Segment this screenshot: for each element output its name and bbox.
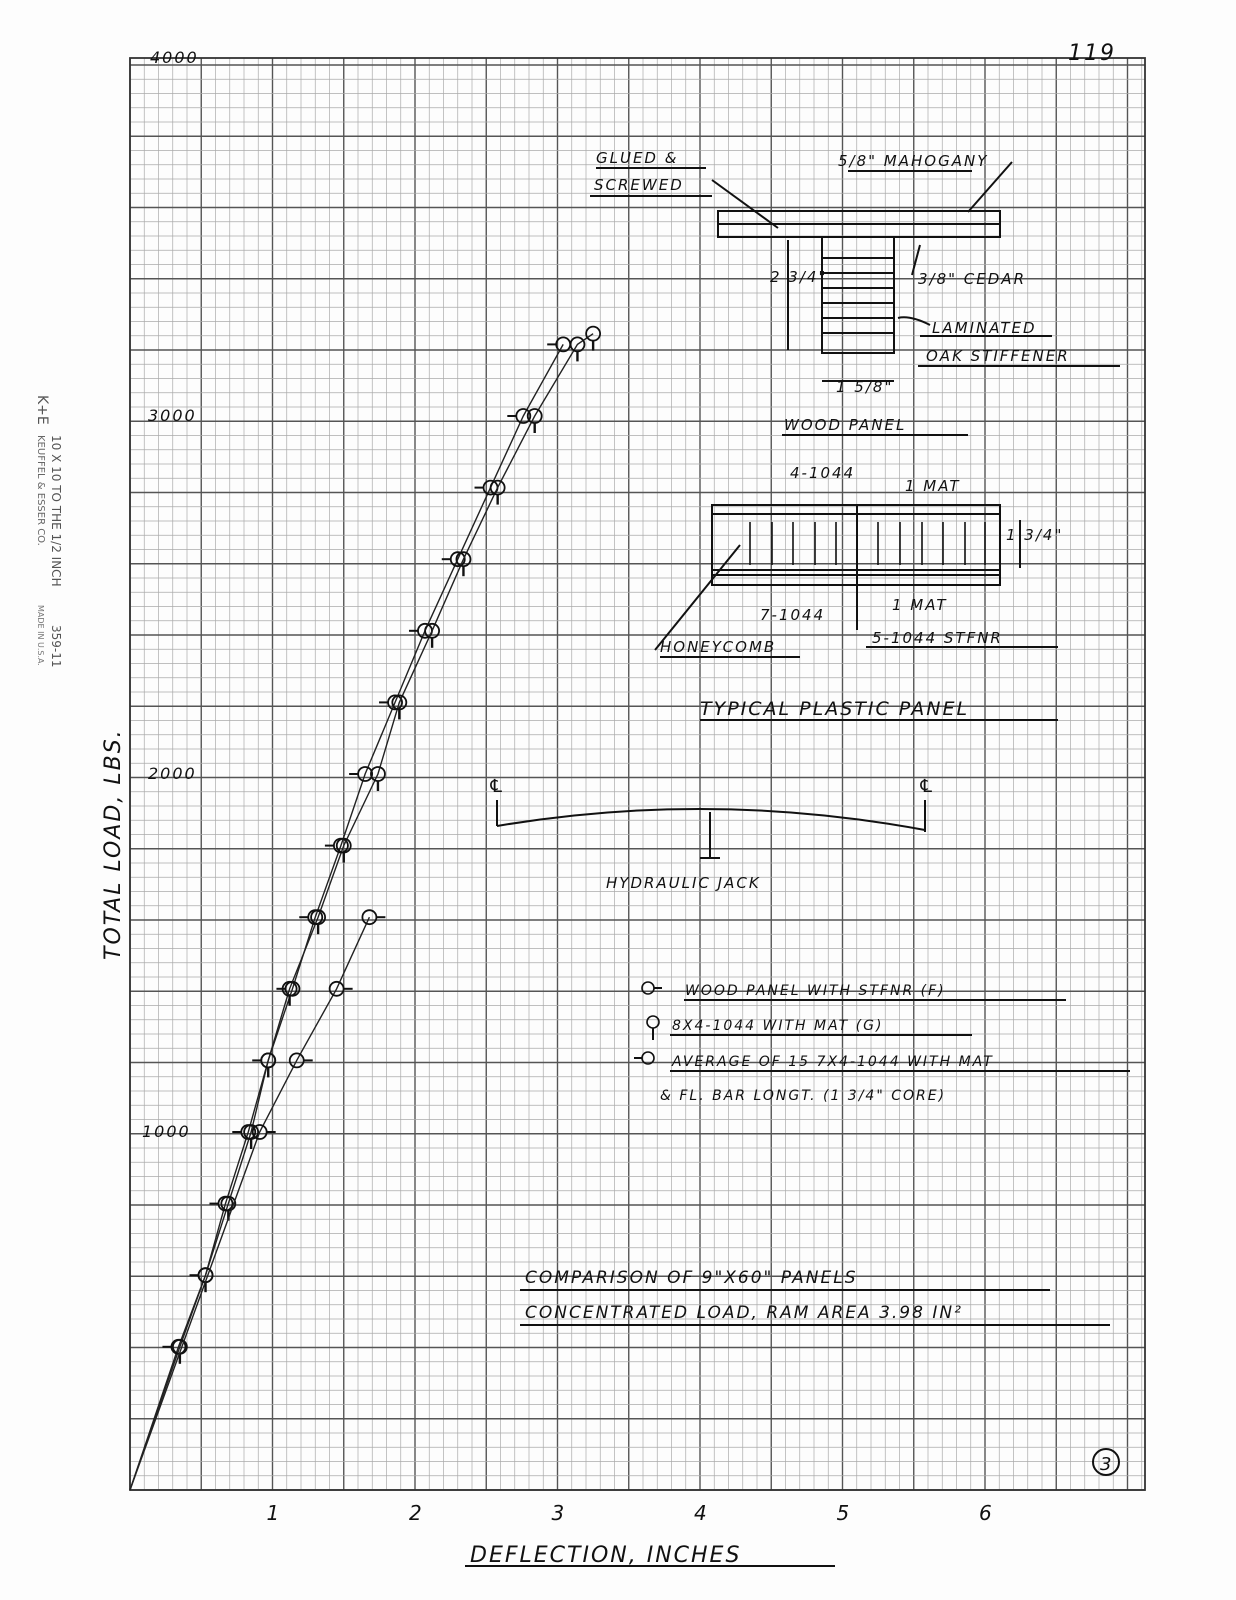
wood-panel-title: WOOD PANEL <box>784 416 906 434</box>
x-tick-label: 2 <box>409 1501 424 1525</box>
x-tick-label: 4 <box>694 1501 709 1525</box>
svg-text:3/8" CEDAR: 3/8" CEDAR <box>918 270 1026 288</box>
data-point <box>281 980 298 1006</box>
data-point <box>569 336 586 362</box>
x-tick-label: 6 <box>979 1501 994 1525</box>
svg-text:5/8" MAHOGANY: 5/8" MAHOGANY <box>838 152 988 170</box>
series-line <box>129 333 594 1491</box>
legend: WOOD PANEL WITH STFNR (F) 8X4-1044 WITH … <box>634 981 994 1104</box>
data-point <box>370 766 386 791</box>
x-axis-label: DEFLECTION, INCHES <box>470 1543 741 1568</box>
plastic-panel-diagram <box>654 504 1021 651</box>
svg-text:GLUED &: GLUED & <box>596 149 678 167</box>
y-tick-label: 3000 <box>148 406 197 425</box>
svg-text:℄: ℄ <box>488 776 506 797</box>
data-point <box>379 694 403 711</box>
data-point <box>335 837 352 863</box>
data-point <box>361 909 386 926</box>
plastic-panel-title: TYPICAL PLASTIC PANEL <box>700 698 969 720</box>
x-tick-label: 3 <box>552 1501 567 1525</box>
legend-entry: WOOD PANEL WITH STFNR (F) <box>685 983 946 999</box>
data-point <box>349 766 374 782</box>
data-point <box>288 1052 313 1069</box>
svg-text:OAK STIFFENER: OAK STIFFENER <box>926 347 1070 365</box>
svg-text:1 MAT: 1 MAT <box>905 477 961 495</box>
series-line <box>129 916 371 1491</box>
y-axis-label: TOTAL LOAD, LBS. <box>101 728 126 960</box>
plot-border <box>129 57 1146 1491</box>
series-line <box>129 344 564 1491</box>
svg-text:LAMINATED: LAMINATED <box>932 319 1037 337</box>
svg-text:1 3/4": 1 3/4" <box>1006 526 1063 544</box>
data-point <box>526 408 543 433</box>
data-point <box>310 909 327 935</box>
data-point <box>243 1124 260 1149</box>
svg-text:7-1044: 7-1044 <box>760 606 825 624</box>
data-point <box>507 408 532 424</box>
svg-text:1 5/8": 1 5/8" <box>836 378 893 396</box>
legend-entry: 8X4-1044 WITH MAT (G) <box>672 1018 883 1034</box>
data-point <box>424 622 441 648</box>
data-point <box>489 479 506 505</box>
data-point <box>260 1052 277 1078</box>
legend-entry: AVERAGE OF 15 7X4-1044 WITH MAT <box>671 1054 994 1070</box>
page-number: 119 <box>1068 41 1116 66</box>
svg-text:10 X 10 TO THE 1/2 INCH: 10 X 10 TO THE 1/2 INCH <box>49 435 63 587</box>
svg-text:MADE IN U.S.A.: MADE IN U.S.A. <box>36 605 45 666</box>
data-point <box>585 325 602 351</box>
sheet-mark: 3 <box>1100 1454 1113 1475</box>
svg-text:℄: ℄ <box>918 776 936 797</box>
legend-entry: & FL. BAR LONGT. (1 3/4" CORE) <box>660 1088 946 1104</box>
svg-text:5-1044 STFNR: 5-1044 STFNR <box>872 629 1003 647</box>
data-point <box>328 980 353 997</box>
svg-text:HYDRAULIC JACK: HYDRAULIC JACK <box>606 874 761 892</box>
svg-text:HONEYCOMB: HONEYCOMB <box>660 638 776 656</box>
svg-text:K+E: K+E <box>34 395 50 425</box>
x-tick-label: 5 <box>837 1501 852 1525</box>
svg-text:1 MAT: 1 MAT <box>892 596 948 614</box>
y-tick-label: 2000 <box>148 764 197 783</box>
grid <box>129 57 1146 1491</box>
chart-subtitle: CONCENTRATED LOAD, RAM AREA 3.98 IN² <box>525 1303 963 1323</box>
svg-text:KEUFFEL & ESSER CO.: KEUFFEL & ESSER CO. <box>35 435 46 546</box>
y-tick-label: 1000 <box>142 1122 191 1141</box>
series-layer <box>129 325 602 1491</box>
y-tick-label: 4000 <box>150 48 199 67</box>
svg-text:359-11: 359-11 <box>49 625 63 668</box>
data-point <box>251 1124 276 1140</box>
margin-imprint: K+E KEUFFEL & ESSER CO. 10 X 10 TO THE 1… <box>34 395 63 668</box>
x-tick-label: 1 <box>267 1501 282 1525</box>
svg-text:SCREWED: SCREWED <box>594 176 684 194</box>
wood-panel-diagram <box>711 161 1013 382</box>
svg-text:2 3/4": 2 3/4" <box>770 268 827 286</box>
chart-title: COMPARISON OF 9"X60" PANELS <box>525 1268 858 1288</box>
hydraulic-jack-diagram <box>496 800 926 859</box>
data-point <box>455 551 472 577</box>
data-point <box>441 551 466 568</box>
svg-text:4-1044: 4-1044 <box>790 464 855 482</box>
data-point <box>391 694 408 720</box>
